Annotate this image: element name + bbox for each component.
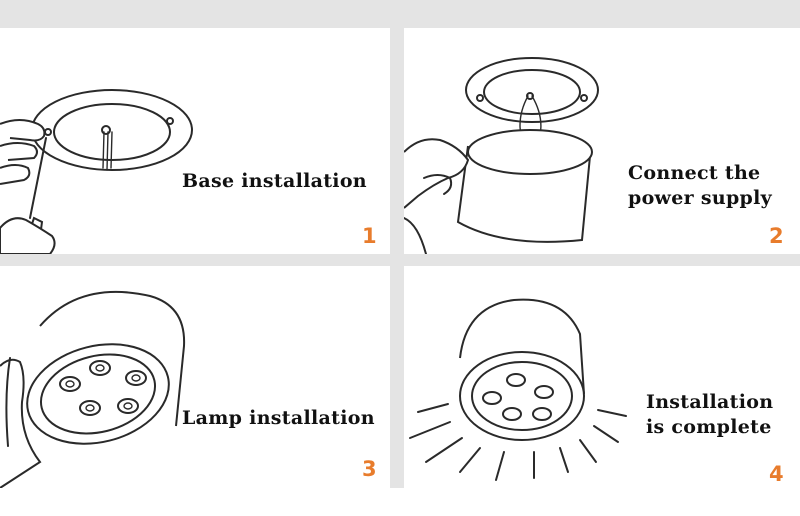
caption-base-installation: Base installation — [182, 170, 367, 192]
base-plate-outer — [465, 57, 599, 123]
connect-power-illustration — [404, 57, 599, 254]
hand-finger — [423, 174, 453, 195]
led-bead — [506, 373, 526, 387]
screw-hole-left — [476, 94, 484, 102]
hand-lower — [0, 217, 56, 254]
step-panel-connect-power: Connect the power supply 2 — [404, 28, 800, 254]
lamp-top-rim — [467, 129, 593, 175]
hand-finger — [5, 357, 11, 447]
light-rays — [409, 403, 627, 481]
led-bead — [125, 370, 147, 386]
hand-holding-lamp — [404, 138, 470, 209]
led-bead — [502, 407, 522, 421]
caption-lamp-installation: Lamp installation — [182, 407, 375, 429]
step-panel-lamp-installation: Lamp installation 3 — [0, 266, 390, 488]
led-bead — [532, 407, 552, 421]
led-bead — [117, 398, 139, 414]
bottom-margin — [0, 488, 800, 516]
step-number-3: 3 — [362, 457, 377, 481]
hand-finger-lower — [0, 164, 31, 185]
led-beads — [482, 373, 554, 421]
caption-connect-power: Connect the power supply — [628, 162, 772, 209]
led-bead — [482, 391, 502, 405]
step-panel-installation-complete: Installation is complete 4 — [404, 266, 800, 488]
led-bead — [79, 400, 101, 416]
step-panel-base-installation: Base installation 1 — [0, 28, 390, 254]
screwdriver-shaft — [29, 137, 47, 219]
hand-holding-lamp — [0, 358, 42, 488]
cable-wires — [102, 131, 113, 171]
screw-hole-right — [580, 94, 588, 102]
lamp-face-inner — [39, 353, 157, 435]
led-bead — [534, 385, 554, 399]
hand-wrist — [404, 217, 427, 254]
cable-hole — [101, 125, 111, 135]
led-bead — [89, 360, 111, 376]
caption-installation-complete: Installation is complete — [646, 391, 774, 438]
hand-finger-middle — [0, 142, 38, 161]
step-number-2: 2 — [769, 224, 784, 248]
lamp-installation-illustration — [0, 290, 186, 488]
screw-hole-right — [166, 117, 174, 125]
lamp-face-outer — [459, 351, 585, 441]
base-plate-inner — [483, 69, 581, 115]
step-number-4: 4 — [769, 462, 784, 486]
base-installation-illustration — [0, 89, 193, 254]
base-plate-outer — [31, 89, 193, 171]
installation-complete-illustration — [409, 298, 627, 481]
hand-finger-top — [0, 119, 46, 142]
lamp-face-inner — [471, 361, 573, 431]
base-plate-inner — [53, 103, 171, 161]
cable-hole — [526, 92, 534, 100]
led-bead — [59, 376, 81, 392]
step-number-1: 1 — [362, 224, 377, 248]
led-beads — [59, 360, 147, 416]
